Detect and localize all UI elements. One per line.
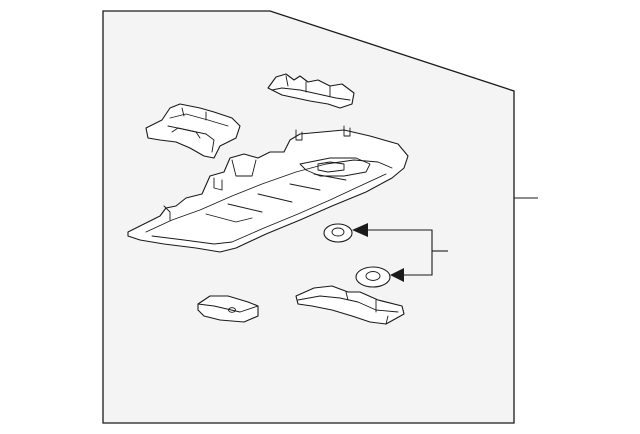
grommet-upper	[323, 223, 353, 243]
lamp-lens-left	[145, 103, 241, 159]
mounting-bracket-small	[197, 295, 259, 323]
lamp-lens-right	[267, 73, 355, 109]
grommet-callout	[352, 223, 448, 282]
overhead-console-housing	[127, 125, 409, 253]
arrow-lower	[390, 268, 404, 282]
mounting-bracket-long	[295, 285, 405, 325]
grommet-lower	[355, 266, 391, 288]
arrow-upper	[352, 223, 368, 237]
